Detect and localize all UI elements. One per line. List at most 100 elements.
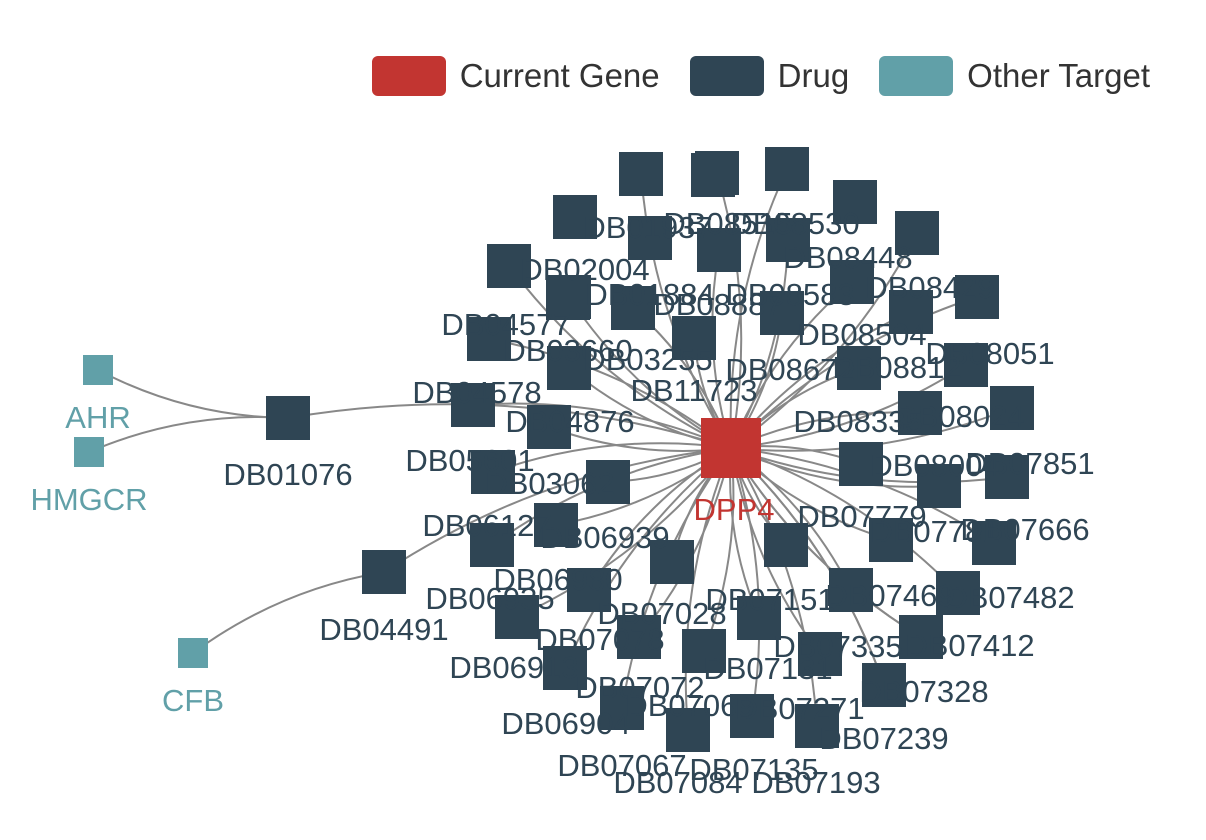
node-ahr[interactable]: [83, 355, 113, 385]
node-db07469[interactable]: [869, 518, 913, 562]
node-db08051[interactable]: [944, 343, 988, 387]
node-db07851[interactable]: [985, 455, 1029, 499]
node-db03660[interactable]: [547, 275, 591, 319]
node-db04577[interactable]: [467, 317, 511, 361]
node-db08515[interactable]: [695, 151, 739, 195]
node-db08004[interactable]: [898, 391, 942, 435]
label-db08024: DB08024: [895, 399, 1024, 434]
node-db08504[interactable]: [830, 260, 874, 304]
node-db07482[interactable]: [936, 571, 980, 615]
label-db07239: DB07239: [819, 721, 948, 756]
node-hmgcr[interactable]: [74, 437, 104, 467]
legend-swatch-current-gene: [371, 56, 446, 96]
node-db04578[interactable]: [451, 383, 495, 427]
legend-label-other-target: Other Target: [967, 57, 1150, 94]
node-db01076[interactable]: [266, 396, 310, 440]
node-db07028[interactable]: [650, 540, 694, 584]
node-db07135[interactable]: [764, 523, 808, 567]
node-db06127[interactable]: [470, 523, 514, 567]
label-db07328: DB07328: [859, 674, 988, 709]
node-db08812[interactable]: [889, 290, 933, 334]
node-db07072[interactable]: [586, 460, 630, 504]
legend-item-other-target[interactable]: Other Target: [879, 56, 1150, 96]
edge-db07067-dpp4: [684, 447, 732, 731]
label-db07151: DB07151: [705, 582, 834, 617]
label-db07028: DB07028: [597, 596, 726, 631]
node-db07781[interactable]: [917, 464, 961, 508]
node-db07151[interactable]: [737, 596, 781, 640]
label-db07135: DB07135: [689, 752, 818, 787]
drug-node-extra-2[interactable]: [833, 180, 877, 224]
node-db07078[interactable]: [617, 615, 661, 659]
node-db06939[interactable]: [534, 503, 578, 547]
edge-db01076-dpp4: [287, 403, 732, 449]
label-db07193: DB07193: [751, 765, 880, 800]
edge-db05601-dpp4: [492, 442, 732, 473]
node-db08672[interactable]: [760, 291, 804, 335]
legend-label-drug: Drug: [777, 57, 850, 94]
node-db01884[interactable]: [611, 286, 655, 330]
label-db08335: DB08335: [793, 404, 922, 439]
label-db04577: DB04577: [441, 307, 570, 342]
edge-db08515-dpp4: [716, 172, 743, 449]
node-db11723[interactable]: [672, 316, 716, 360]
node-db02004[interactable]: [487, 244, 531, 288]
node-db08335[interactable]: [837, 346, 881, 390]
label-db07335: DB07335: [773, 629, 902, 664]
node-db06913[interactable]: [543, 646, 587, 690]
label-db04491: DB04491: [319, 612, 448, 647]
node-db07069[interactable]: [682, 629, 726, 673]
node-db01937[interactable]: [619, 152, 663, 196]
node-dpp4[interactable]: [701, 418, 761, 478]
node-db07067[interactable]: [666, 708, 710, 752]
node-db08887[interactable]: [697, 228, 741, 272]
label-ahr: AHR: [65, 400, 130, 435]
label-db06939: DB06939: [540, 520, 669, 555]
node-db07131[interactable]: [829, 568, 873, 612]
node-db07271[interactable]: [798, 632, 842, 676]
node-db08429[interactable]: [955, 275, 999, 319]
edge-db07193-dpp4: [730, 447, 818, 727]
node-db07084[interactable]: [730, 694, 774, 738]
node-db07193[interactable]: [795, 704, 839, 748]
label-db08051: DB08051: [925, 336, 1054, 371]
node-db04491[interactable]: [362, 550, 406, 594]
label-db08515: DB08515: [663, 206, 792, 241]
node-db04876[interactable]: [527, 405, 571, 449]
label-hmgcr: HMGCR: [30, 482, 147, 517]
node-db08448[interactable]: [895, 211, 939, 255]
legend-item-current-gene[interactable]: Current Gene: [371, 56, 660, 96]
node-cfb[interactable]: [178, 638, 208, 668]
label-db07482: DB07482: [945, 580, 1074, 615]
node-db05601[interactable]: [471, 450, 515, 494]
drug-node-extra-1[interactable]: [628, 216, 672, 260]
label-db08583: DB08583: [725, 277, 854, 312]
edge-db04491-dpp4: [383, 447, 732, 573]
label-db06904: DB06904: [501, 706, 630, 741]
legend: Current Gene Drug Other Target: [342, 56, 1150, 96]
label-db08812: DB08812: [832, 350, 961, 385]
node-db07412[interactable]: [899, 615, 943, 659]
label-db02004: DB02004: [520, 252, 649, 287]
node-db08530[interactable]: [765, 147, 809, 191]
label-db08004: DB08004: [870, 448, 999, 483]
legend-item-drug[interactable]: Drug: [689, 56, 850, 96]
node-db08583[interactable]: [766, 218, 810, 262]
drug-node-extra-0[interactable]: [553, 195, 597, 239]
label-dpp4: DPP4: [694, 492, 775, 527]
edge-db08530-dpp4: [729, 168, 788, 449]
node-db08024[interactable]: [990, 386, 1034, 430]
label-db03660: DB03660: [503, 333, 632, 368]
node-db03062[interactable]: [547, 346, 591, 390]
node-db07328[interactable]: [862, 663, 906, 707]
label-db08448: DB08448: [783, 240, 912, 275]
node-db07779[interactable]: [839, 442, 883, 486]
node-db06980[interactable]: [567, 568, 611, 612]
node-db06904[interactable]: [600, 686, 644, 730]
label-db08504: DB08504: [797, 317, 926, 352]
legend-swatch-drug: [689, 56, 764, 96]
label-db08887: DB08887: [653, 287, 782, 322]
node-db06935[interactable]: [495, 595, 539, 639]
node-db07666[interactable]: [972, 521, 1016, 565]
label-db06127: DB06127: [422, 508, 551, 543]
